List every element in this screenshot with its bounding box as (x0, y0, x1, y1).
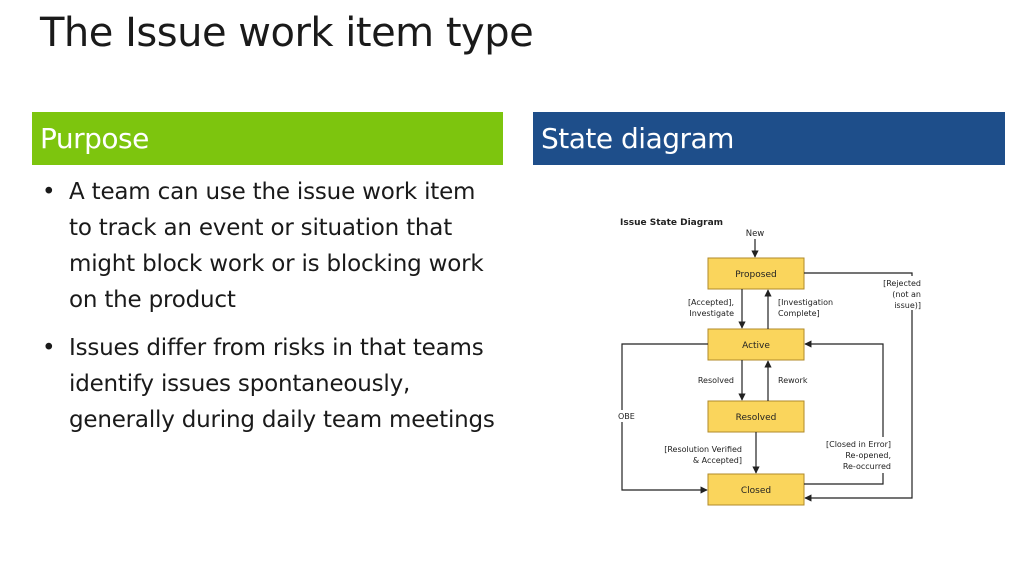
label-error-2: Re-opened, (845, 451, 891, 460)
state-label-active: Active (742, 341, 770, 351)
rejected-label-bg (874, 276, 920, 310)
label-verified-2: & Accepted] (693, 456, 742, 465)
label-rejected-3: issue)] (894, 301, 921, 310)
label-error-1: [Closed in Error] (826, 440, 891, 449)
label-rejected-2: (not an (892, 290, 921, 299)
issue-state-diagram: Issue State Diagram New Proposed Active … (616, 218, 921, 506)
error-label-bg (815, 437, 893, 473)
state-box-closed (707, 473, 805, 506)
bullet-text: A team can use the issue work item to tr… (69, 179, 484, 313)
obe-label-bg (616, 410, 638, 422)
state-label-proposed: Proposed (735, 270, 776, 280)
label-rejected-1: [Rejected (883, 279, 921, 288)
bullet-dot-icon: • (42, 179, 56, 205)
state-label-closed: Closed (741, 486, 771, 496)
label-new: New (746, 229, 765, 239)
state-label-resolved: Resolved (736, 413, 777, 423)
state-box-active (707, 328, 805, 361)
arrow-rejected (804, 272, 913, 502)
purpose-header: Purpose (32, 112, 503, 165)
diagram-title: Issue State Diagram (620, 218, 723, 228)
bullet-dot-icon: • (42, 335, 56, 361)
label-verified-1: [Resolution Verified (664, 445, 742, 454)
label-accepted-2: Investigate (689, 309, 734, 318)
label-investigation-2: Complete] (778, 309, 820, 318)
state-diagram-header: State diagram (533, 112, 1005, 165)
bullet-item: • A team can use the issue work item to t… (40, 174, 505, 318)
label-error-3: Re-occurred (843, 462, 891, 471)
label-rework: Rework (778, 376, 808, 385)
label-investigation-1: [Investigation (778, 298, 833, 307)
label-resolved: Resolved (698, 376, 734, 385)
bullet-item: • Issues differ from risks in that teams … (40, 330, 505, 438)
bullet-text: Issues differ from risks in that teams i… (69, 335, 495, 433)
label-accepted-1: [Accepted], (688, 298, 734, 307)
slide-title: The Issue work item type (40, 10, 534, 56)
arrow-closed-in-error (804, 340, 884, 485)
purpose-bullet-list: • A team can use the issue work item to t… (40, 174, 505, 450)
label-obe: OBE (618, 412, 635, 421)
